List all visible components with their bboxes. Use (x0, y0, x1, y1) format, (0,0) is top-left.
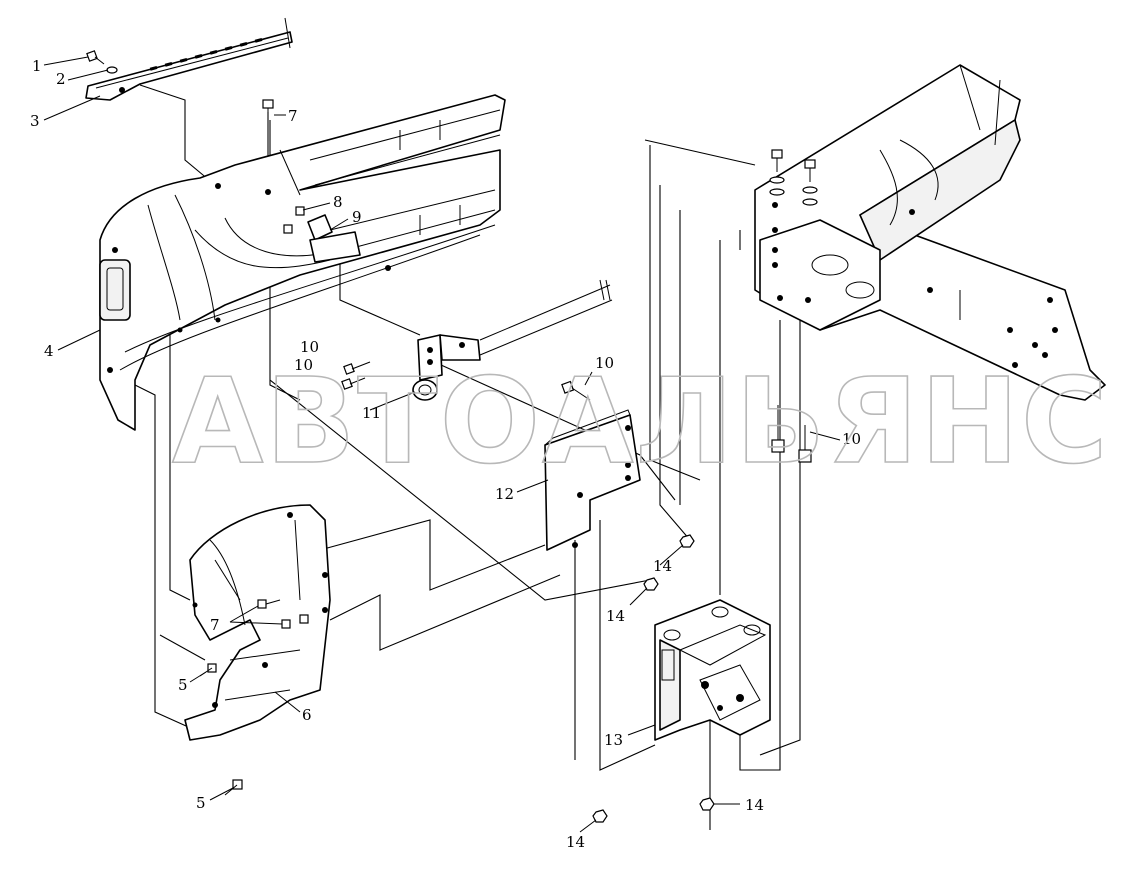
callout-5-upper: 5 (178, 676, 188, 694)
callout-1: 1 (32, 57, 42, 75)
side-shell-6 (184, 504, 331, 741)
bolt-7-top (262, 99, 274, 122)
callout-14-d: 14 (566, 833, 585, 851)
watermark-text: АВТОАЛЬЯНС (172, 352, 1110, 490)
callout-3: 3 (30, 112, 40, 130)
callout-10-a: 10 (300, 338, 319, 356)
callout-6: 6 (302, 706, 312, 724)
callout-2: 2 (56, 70, 66, 88)
leader-lines (43, 56, 841, 833)
callout-10-c: 10 (595, 354, 614, 372)
bolt-7-middle (257, 599, 309, 629)
bolt-10-middle (561, 380, 591, 401)
assembly-lines (114, 84, 801, 830)
nut-14-a (679, 534, 695, 548)
callout-14-b: 14 (606, 607, 625, 625)
nut-14-c (699, 797, 715, 811)
upper-mounting-strip (85, 17, 293, 101)
bolt-10-vertical-2 (798, 425, 812, 463)
callout-11: 11 (362, 404, 381, 422)
bolt-10-vertical-1 (771, 405, 785, 453)
callout-5-lower: 5 (196, 794, 206, 812)
callout-12: 12 (495, 485, 514, 503)
screw-5-lower (224, 779, 243, 796)
clip-8 (283, 206, 333, 241)
hinge-bracket-11 (412, 279, 613, 401)
callout-8: 8 (333, 193, 343, 211)
bolt-1 (86, 50, 105, 65)
bumper (99, 94, 506, 431)
callout-7-top: 7 (288, 107, 298, 125)
callout-14-a: 14 (653, 557, 672, 575)
callout-10-b: 10 (294, 356, 313, 374)
bracket-9 (309, 231, 361, 263)
mounting-plate-12 (544, 409, 641, 551)
callout-4: 4 (44, 342, 54, 360)
frame-bolts-top (769, 149, 818, 206)
callout-13: 13 (604, 731, 623, 749)
bolt-10-left-lower (341, 377, 366, 390)
bolt-10-left-upper (343, 361, 371, 375)
callout-labels: 1 2 3 4 5 5 6 7 7 8 9 10 10 10 10 11 12 … (30, 57, 861, 851)
nut-14-b (643, 577, 659, 591)
callout-9: 9 (352, 208, 362, 226)
nut-14-d (592, 809, 608, 823)
washer-2 (106, 66, 118, 74)
callout-10-d: 10 (842, 430, 861, 448)
frame-rail (754, 64, 1106, 401)
support-bracket-13 (654, 599, 771, 741)
callout-14-c: 14 (745, 796, 764, 814)
callout-7-middle: 7 (210, 616, 220, 634)
